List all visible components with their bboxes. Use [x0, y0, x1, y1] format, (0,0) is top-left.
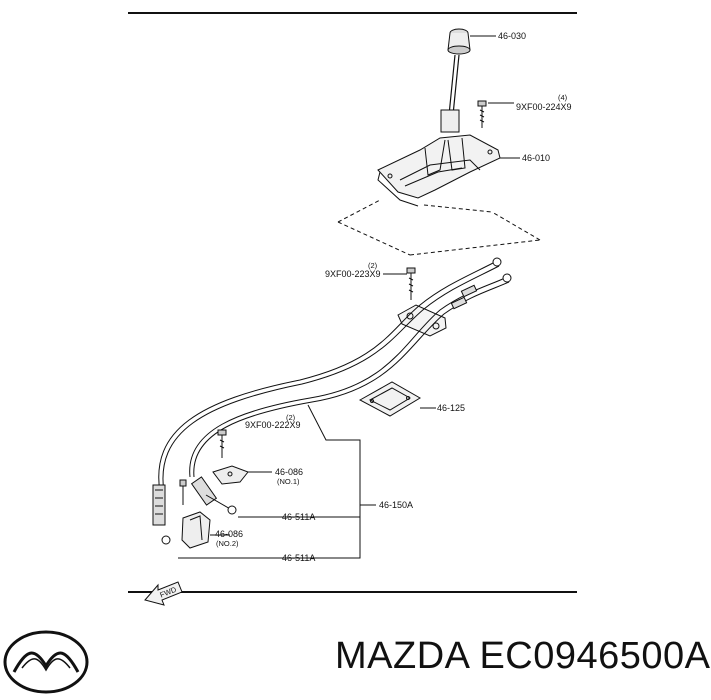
label-cable-lower: 46-511A	[282, 553, 315, 563]
part-number-title: MAZDA EC0946500A	[335, 635, 711, 677]
shift-knob	[447, 28, 471, 55]
shifter-housing	[377, 134, 501, 207]
label-gasket: 46-125	[437, 403, 465, 413]
bolt-top	[477, 100, 487, 128]
label-bolt-low-qty: (2)	[286, 413, 296, 422]
cable-end-lower	[152, 484, 171, 545]
label-bolt-mid: 9XF00-223X9	[325, 269, 381, 279]
label-cable-upper: 46-511A	[282, 512, 315, 522]
dashed-guides	[337, 199, 541, 256]
label-bracket1-note: (NO.1)	[277, 477, 300, 486]
bolt-low	[217, 429, 227, 458]
leader-cable-set	[307, 404, 376, 506]
bolt-mid	[406, 267, 416, 300]
label-bolt-top: 9XF00-224X9	[516, 102, 572, 112]
label-shifter: 46-010	[522, 153, 550, 163]
label-bolt-low: 9XF00-222X9	[245, 420, 301, 430]
bracket-no1	[212, 465, 249, 485]
label-bolt-mid-qty: (2)	[368, 261, 378, 270]
label-bracket2: 46-086	[215, 529, 243, 539]
cables	[158, 257, 512, 493]
label-bracket2-note: (NO.2)	[216, 539, 239, 548]
mazda-logo-icon	[3, 630, 89, 694]
label-bracket1: 46-086	[275, 467, 303, 477]
label-cable-set: 46-150A	[379, 500, 413, 510]
cable-end-upper	[190, 476, 237, 515]
cable-bracket	[397, 304, 447, 337]
bracket-no2	[181, 511, 211, 549]
label-knob: 46-030	[498, 31, 526, 41]
shift-lever	[440, 54, 460, 133]
label-bolt-top-qty: (4)	[558, 93, 568, 102]
gasket	[358, 381, 421, 417]
fwd-arrow-icon	[144, 581, 183, 606]
